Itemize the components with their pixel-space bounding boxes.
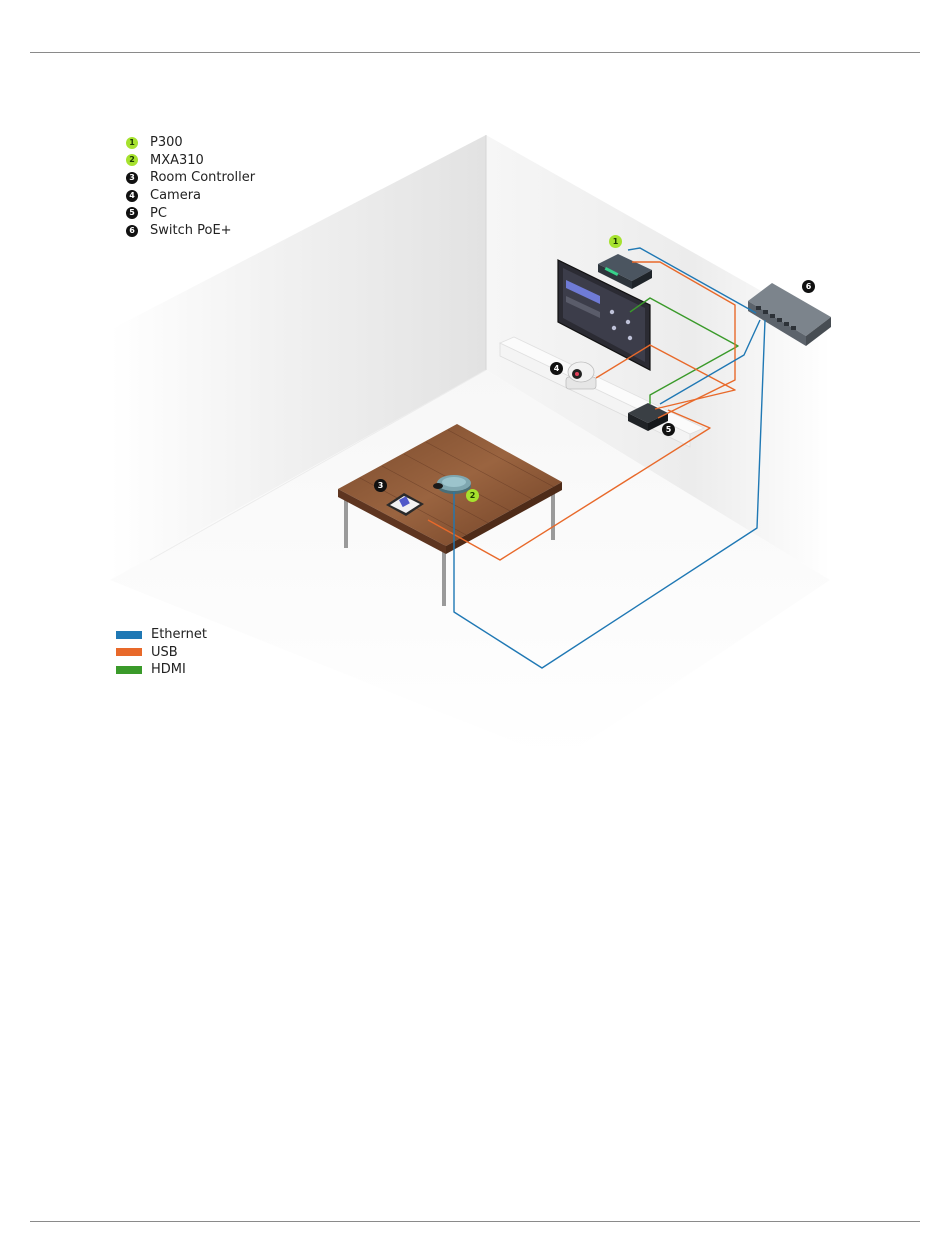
cable-legend: Ethernet USB HDMI <box>116 626 207 679</box>
camera-device <box>566 362 596 389</box>
legend-badge: 2 <box>126 154 138 166</box>
cable-key-usb: USB <box>116 644 207 662</box>
legend-badge: 3 <box>126 172 138 184</box>
callout-switch: 6 <box>802 280 815 293</box>
callout-pc: 5 <box>662 423 675 436</box>
cable-label: HDMI <box>151 662 186 677</box>
legend-label: Room Controller <box>150 170 255 185</box>
callout-mxa310: 2 <box>466 489 479 502</box>
legend-item-p300: 1 P300 <box>126 134 255 152</box>
ethernet-swatch <box>116 631 142 639</box>
legend-item-switch: 6 Switch PoE+ <box>126 222 255 240</box>
legend-label: PC <box>150 206 167 221</box>
legend-badge: 5 <box>126 207 138 219</box>
legend-label: P300 <box>150 135 183 150</box>
cable-key-hdmi: HDMI <box>116 661 207 679</box>
legend-badge: 4 <box>126 190 138 202</box>
legend-label: MXA310 <box>150 153 204 168</box>
cable-label: USB <box>151 645 178 660</box>
hdmi-swatch <box>116 666 142 674</box>
legend-badge: 1 <box>126 137 138 149</box>
callout-camera: 4 <box>550 362 563 375</box>
legend-badge: 6 <box>126 225 138 237</box>
callout-room-controller: 3 <box>374 479 387 492</box>
cable-key-ethernet: Ethernet <box>116 626 207 644</box>
legend-label: Camera <box>150 188 201 203</box>
legend-item-mxa310: 2 MXA310 <box>126 152 255 170</box>
legend-item-room-controller: 3 Room Controller <box>126 169 255 187</box>
legend-item-pc: 5 PC <box>126 204 255 222</box>
callout-p300: 1 <box>609 235 622 248</box>
device-legend: 1 P300 2 MXA310 3 Room Controller 4 Came… <box>126 134 255 240</box>
legend-label: Switch PoE+ <box>150 223 232 238</box>
legend-item-camera: 4 Camera <box>126 187 255 205</box>
usb-swatch <box>116 648 142 656</box>
cable-label: Ethernet <box>151 627 207 642</box>
